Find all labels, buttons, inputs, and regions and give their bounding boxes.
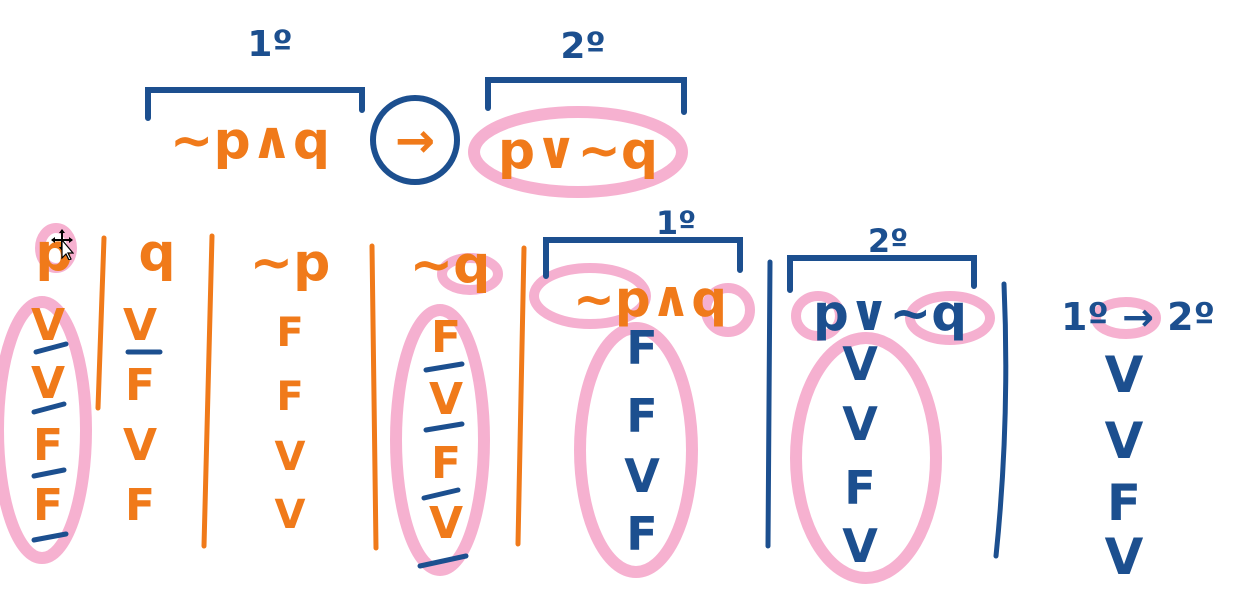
formula-left: ~p∧q [170,111,330,171]
cell-disj-row-3: F [844,461,875,515]
bracket-conj [543,237,743,279]
cell-not-p-row-3: V [275,434,306,480]
cell-not-p-row-2: F [276,374,303,420]
highlight-q-conj [701,283,755,337]
highlight-result-arrow [1091,297,1161,339]
cell-disj-row-2: V [842,397,878,451]
highlight-notq-column [390,304,490,576]
cell-conj-row-2: F [626,389,657,443]
underline-mark-1 [33,341,69,355]
move-cursor-icon [51,229,74,260]
cell-conj-row-4: F [626,507,657,561]
header-disj: p∨~q [813,284,967,342]
header-disj-tag: 2º [868,222,908,260]
cell-q-row-2: F [125,360,155,411]
bracket-disj [787,255,977,293]
divider-disj-result [993,281,1009,559]
highlight-notq-header [437,253,503,295]
cell-not-q-row-1: F [431,312,461,363]
underline-marks [31,341,469,569]
underline-mark-2 [31,401,67,415]
column-dividers [95,233,1009,559]
highlight-disj-column [790,332,942,584]
cell-disj-row-1: V [842,337,878,391]
cell-not-q-row-2: V [429,374,463,425]
cell-conj-row-1: F [626,321,657,375]
highlight-formula-right [468,106,688,198]
cell-p-row-1: V [31,300,65,351]
divider-q-notp [201,233,215,549]
header-not-q: ~q [410,235,491,295]
bracket-part1 [145,87,365,121]
highlight-notq-disj [905,291,995,345]
cell-not-p-row-4: V [275,492,306,538]
divider-notq-conj [515,245,527,547]
highlight-conj-column [574,322,698,578]
cell-not-p-row-1: F [276,310,303,356]
header-not-p: ~p [250,233,331,293]
underline-mark-9 [417,553,469,569]
cell-not-q-row-4: V [429,498,463,549]
divider-conj-disj [765,259,773,549]
divider-notp-notq [369,243,379,551]
cell-disj-row-4: V [842,519,878,573]
header-conj: ~p∧q [573,270,727,328]
formula-heading: 1º 2º ~p∧q → p∨~q [145,24,687,185]
divider-p-q [95,235,107,411]
highlight-p-column [0,296,92,564]
bracket-part2 [485,77,687,115]
cell-result-row-3: F [1107,474,1141,532]
part2-label: 2º [560,26,605,67]
underline-mark-3 [31,467,67,479]
cell-q-row-4: F [125,480,155,531]
underline-mark-6 [423,361,465,373]
cell-p-row-4: F [33,480,63,531]
header-conj-tag: 1º [656,204,696,242]
highlight-p-disj [791,291,845,341]
highlight-notp-conj [529,263,651,329]
cell-result-row-1: V [1105,346,1144,404]
cell-q-row-3: V [123,420,157,471]
header-result: 1º → 2º [1061,295,1215,339]
underline-mark-8 [421,487,461,501]
connective-circle [370,95,460,185]
cell-result-row-4: V [1105,528,1144,586]
underline-mark-4 [31,531,69,543]
cell-not-q-row-3: F [431,438,461,489]
header-q: q [138,223,175,283]
cell-conj-row-3: V [624,449,660,503]
underline-mark-7 [423,421,465,433]
cell-p-row-2: V [31,358,65,409]
formula-right: p∨~q [498,121,658,181]
cell-result-row-2: V [1105,412,1144,470]
cell-p-row-3: F [33,420,63,471]
formula-connective: → [395,113,435,169]
highlight-p-header [35,223,77,273]
part1-label: 1º [247,24,292,65]
table-headers: p q ~p ~q 1º ~p∧q 2º p∨~q 1º → 2º [35,204,1215,342]
pink-highlights [0,106,1161,584]
cell-q-row-1: V [123,300,157,351]
